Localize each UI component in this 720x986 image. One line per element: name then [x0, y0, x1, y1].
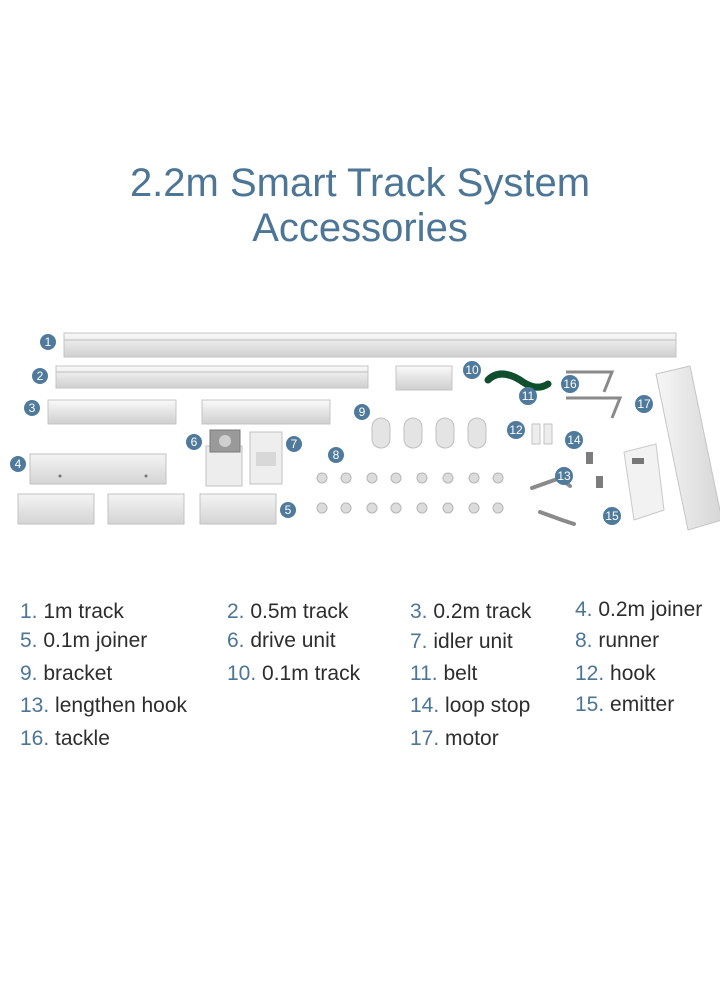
part-lengthen-hook [530, 475, 576, 526]
legend-item-13: 13. lengthen hook [20, 694, 187, 717]
badge-12: 12 [507, 421, 525, 439]
svg-text:12: 12 [509, 423, 523, 437]
svg-text:5: 5 [285, 503, 292, 517]
badge-14: 14 [565, 431, 583, 449]
svg-text:11: 11 [522, 389, 535, 403]
part-drive-unit [205, 429, 243, 487]
svg-text:9: 9 [359, 405, 366, 419]
svg-text:4: 4 [15, 457, 22, 471]
legend-item-9: 9. bracket [20, 662, 113, 685]
part-0-2m-joiner [29, 453, 167, 485]
page-title-line-1: 2.2m Smart Track System [129, 161, 591, 205]
legend-item-2: 2. 0.5m track [227, 600, 349, 623]
svg-text:7: 7 [291, 437, 298, 451]
badge-9: 9 [354, 404, 370, 420]
part-emitter [623, 443, 665, 521]
part-1m-track [63, 332, 677, 358]
svg-text:3: 3 [29, 401, 36, 415]
badge-2: 2 [32, 368, 48, 384]
part-0-2m-track [47, 399, 331, 425]
legend-item-1: 1. 1m track [20, 600, 124, 623]
legend-item-11: 11. belt [410, 662, 478, 685]
badge-1: 1 [40, 334, 56, 350]
page-title-line-2: Accessories [252, 206, 468, 250]
badge-5: 5 [280, 502, 296, 518]
badge-8: 8 [328, 447, 344, 463]
badge-11: 11 [519, 387, 537, 405]
badge-3: 3 [24, 400, 40, 416]
svg-text:10: 10 [465, 363, 479, 377]
part-tackle [566, 370, 623, 419]
part-belt [484, 370, 552, 391]
part-loop-stop [586, 452, 603, 488]
svg-text:2: 2 [37, 369, 44, 383]
part-idler-unit [249, 431, 283, 485]
svg-text:6: 6 [191, 435, 198, 449]
legend-item-5: 5. 0.1m joiner [20, 629, 148, 652]
part-0-1m-joiner [17, 493, 277, 525]
part-motor [655, 365, 720, 531]
badge-4: 4 [10, 456, 26, 472]
legend-item-3: 3. 0.2m track [410, 600, 532, 623]
legend-item-14: 14. loop stop [410, 694, 531, 717]
svg-text:8: 8 [333, 448, 340, 462]
svg-text:1: 1 [45, 335, 52, 349]
svg-text:13: 13 [557, 469, 571, 483]
badge-13: 13 [555, 467, 573, 485]
legend-item-7: 7. idler unit [410, 630, 513, 653]
product-photo: 1 2 3 4 5 6 7 8 9 10 11 12 13 14 15 16 1… [10, 332, 720, 531]
svg-text:17: 17 [637, 397, 651, 411]
badge-10: 10 [463, 361, 481, 379]
legend-item-6: 6. drive unit [227, 629, 336, 652]
legend-item-15: 15. emitter [575, 693, 675, 716]
legend-item-10: 10. 0.1m track [227, 662, 361, 685]
part-runners [316, 472, 504, 514]
svg-text:14: 14 [567, 433, 581, 447]
part-0-1m-track [395, 365, 453, 391]
legend-item-8: 8. runner [575, 629, 660, 652]
svg-text:16: 16 [563, 377, 577, 391]
legend-item-4: 4. 0.2m joiner [575, 598, 703, 621]
part-hook [531, 423, 553, 445]
part-0-5m-track [55, 365, 369, 389]
badge-7: 7 [286, 436, 302, 452]
badge-6: 6 [186, 434, 202, 450]
svg-text:15: 15 [605, 509, 619, 523]
badge-17: 17 [635, 395, 653, 413]
part-brackets [371, 417, 487, 449]
badge-16: 16 [561, 375, 579, 393]
legend-item-16: 16. tackle [20, 727, 110, 750]
legend-item-17: 17. motor [410, 727, 499, 750]
legend-item-12: 12. hook [575, 662, 656, 685]
badge-15: 15 [603, 507, 621, 525]
